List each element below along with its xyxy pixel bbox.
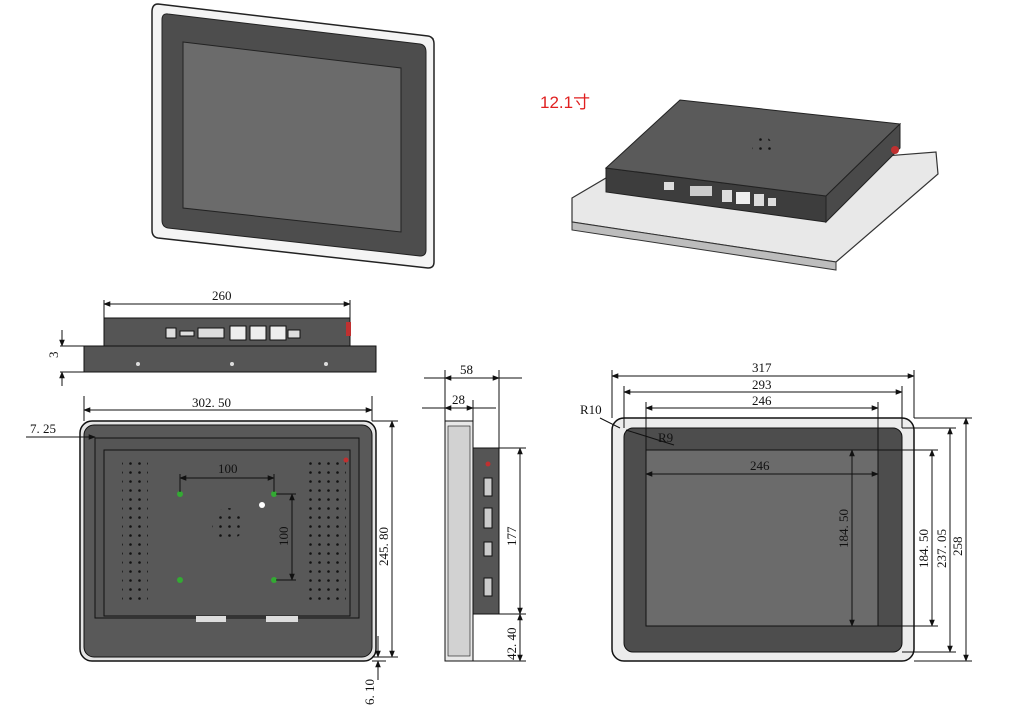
dim-front-active: 246 <box>752 393 772 408</box>
dim-front-inner-h: 184. 50 <box>916 529 931 568</box>
dim-front-cut-h: 237. 05 <box>934 529 949 568</box>
dim-front-view-h: 184. 50 <box>836 509 851 548</box>
dim-side-port-span: 177 <box>504 526 519 546</box>
dim-bottom-width: 260 <box>212 288 232 303</box>
dim-front-outer-h: 258 <box>950 537 965 557</box>
dim-side-body: 28 <box>452 392 465 407</box>
dim-back-height: 245. 80 <box>376 527 391 566</box>
dim-side-depth: 58 <box>460 362 473 377</box>
product-title: 12.1寸 <box>540 93 590 112</box>
back-view <box>79 420 377 662</box>
dim-back-bottom: 6. 10 <box>362 679 377 705</box>
dim-front-view-w: 246 <box>750 458 770 473</box>
rear-perspective-view <box>571 99 939 271</box>
dim-front-radius-inner: R9 <box>658 430 673 445</box>
dim-back-offset: 7. 25 <box>30 421 56 436</box>
dim-bottom-flange: 3 <box>46 352 61 359</box>
dim-vesa-v: 100 <box>276 527 291 547</box>
dim-back-width: 302. 50 <box>192 395 231 410</box>
front-perspective-view <box>151 3 435 269</box>
dim-side-bottom: 42. 40 <box>504 628 519 661</box>
side-view <box>444 420 500 662</box>
dim-front-radius-outer: R10 <box>580 402 602 417</box>
front-view <box>611 417 915 662</box>
dim-front-outer: 317 <box>752 360 772 375</box>
dim-vesa-h: 100 <box>218 461 238 476</box>
dim-front-cutout: 293 <box>752 377 772 392</box>
bottom-view <box>83 317 377 373</box>
